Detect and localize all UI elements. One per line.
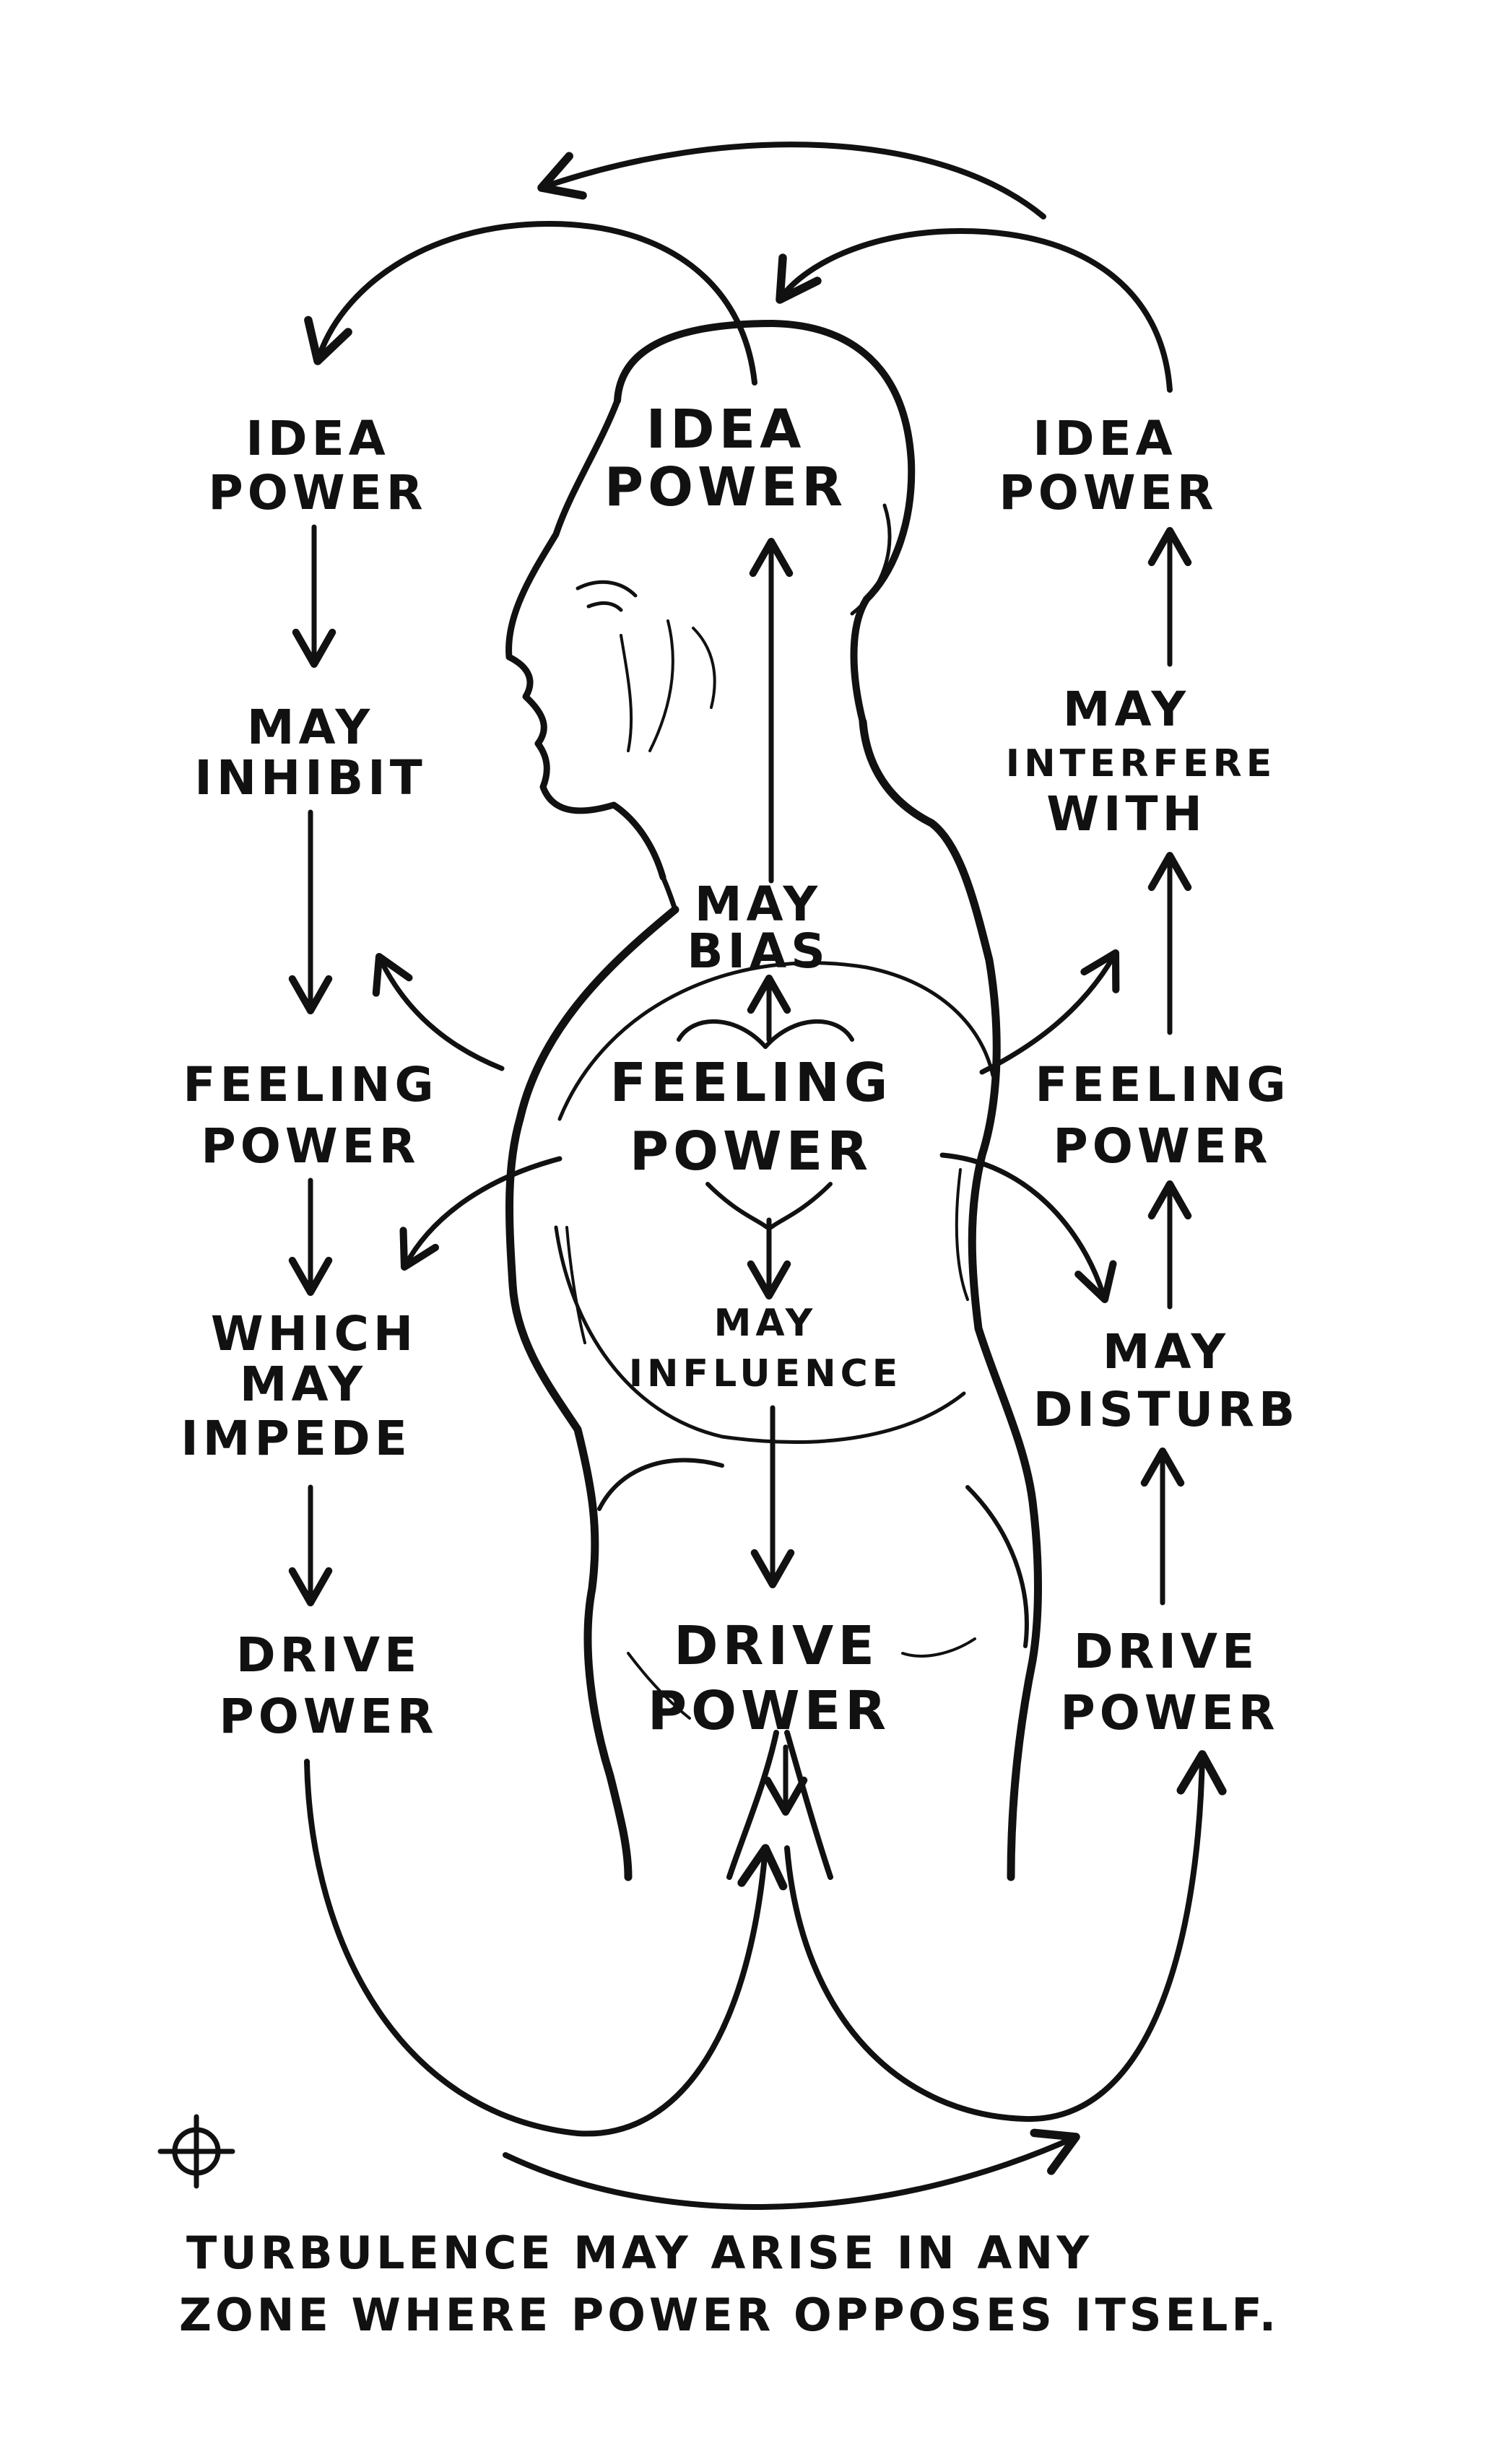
arrow-center-to-left-lower <box>399 1156 563 1271</box>
caption-line1: TURBULENCE MAY ARISE IN ANY <box>186 2226 1093 2279</box>
arrow-center-to-right-drive <box>784 1750 1227 2123</box>
center-arrow-v-left <box>705 1182 769 1229</box>
caption-line2: ZONE WHERE POWER OPPOSES ITSELF. <box>179 2289 1280 2341</box>
center-arrow-v-right <box>769 1182 833 1229</box>
left-idea-power-line1: IDEA <box>246 411 390 466</box>
left-which-may-impede-line2: MAY <box>240 1357 367 1412</box>
left-drive-power-line2: POWER <box>219 1689 438 1744</box>
right-may-interfere-line2: INTERFERE <box>1006 742 1277 785</box>
arrow-left-drive-to-center <box>304 1759 788 2137</box>
right-column: IDEA POWER MAY INTERFERE WITH FEELING PO… <box>999 411 1300 1741</box>
left-feeling-power-line1: FEELING <box>183 1057 438 1113</box>
right-may-interfere-line3: WITH <box>1046 786 1207 842</box>
left-feeling-power-line2: POWER <box>201 1118 420 1174</box>
cross-arrows <box>372 949 1120 1304</box>
left-which-may-impede-line3: IMPEDE <box>181 1411 412 1466</box>
right-may-disturb-line1: MAY <box>1103 1324 1230 1380</box>
right-idea-power-line1: IDEA <box>1033 411 1177 466</box>
human-figure-outline <box>505 320 1042 1881</box>
right-feeling-power-line1: FEELING <box>1035 1057 1290 1113</box>
right-drive-power-line2: POWER <box>1060 1685 1279 1741</box>
arrow-center-to-left-upper <box>372 952 505 1071</box>
center-may-influence-line1: MAY <box>714 1302 817 1345</box>
center-idea-power-line2: POWER <box>604 456 847 518</box>
arrow-bottom-arc <box>503 2128 1080 2210</box>
arrow-center-to-right-upper <box>979 949 1120 1075</box>
left-which-may-impede-line1: WHICH <box>211 1306 417 1362</box>
arrow-center-to-right-lower <box>939 1152 1117 1304</box>
center-may-bias-line1: MAY <box>695 876 822 932</box>
crosshair-symbol <box>157 2114 235 2189</box>
left-idea-power-line2: POWER <box>208 465 427 521</box>
left-may-inhibit-line2: INHIBIT <box>194 750 426 806</box>
left-column: IDEA POWER MAY INHIBIT FEELING POWER WHI… <box>181 411 438 1744</box>
center-may-bias-line2: BIAS <box>687 923 829 979</box>
left-may-inhibit-line1: MAY <box>247 700 374 755</box>
center-column: IDEA POWER MAY BIAS FEELING POWER MAY IN… <box>604 399 903 1816</box>
bottom-loop-arrows <box>304 1750 1227 2210</box>
heart-shape <box>677 1019 854 1049</box>
center-drive-power-line2: POWER <box>648 1680 890 1742</box>
left-drive-power-line1: DRIVE <box>236 1627 421 1683</box>
right-may-interfere-line1: MAY <box>1063 682 1190 737</box>
right-drive-power-line1: DRIVE <box>1074 1624 1259 1679</box>
center-idea-power-line1: IDEA <box>646 399 806 461</box>
right-idea-power-line2: POWER <box>999 465 1217 521</box>
right-feeling-power-line2: POWER <box>1053 1118 1272 1174</box>
center-may-influence-line2: INFLUENCE <box>629 1352 903 1396</box>
center-feeling-power-line1: FEELING <box>609 1052 892 1114</box>
center-drive-power-line1: DRIVE <box>674 1615 879 1677</box>
right-may-disturb-line2: DISTURB <box>1033 1382 1300 1437</box>
top-loop-arrows <box>304 142 1173 393</box>
center-feeling-power-line2: POWER <box>630 1120 872 1183</box>
